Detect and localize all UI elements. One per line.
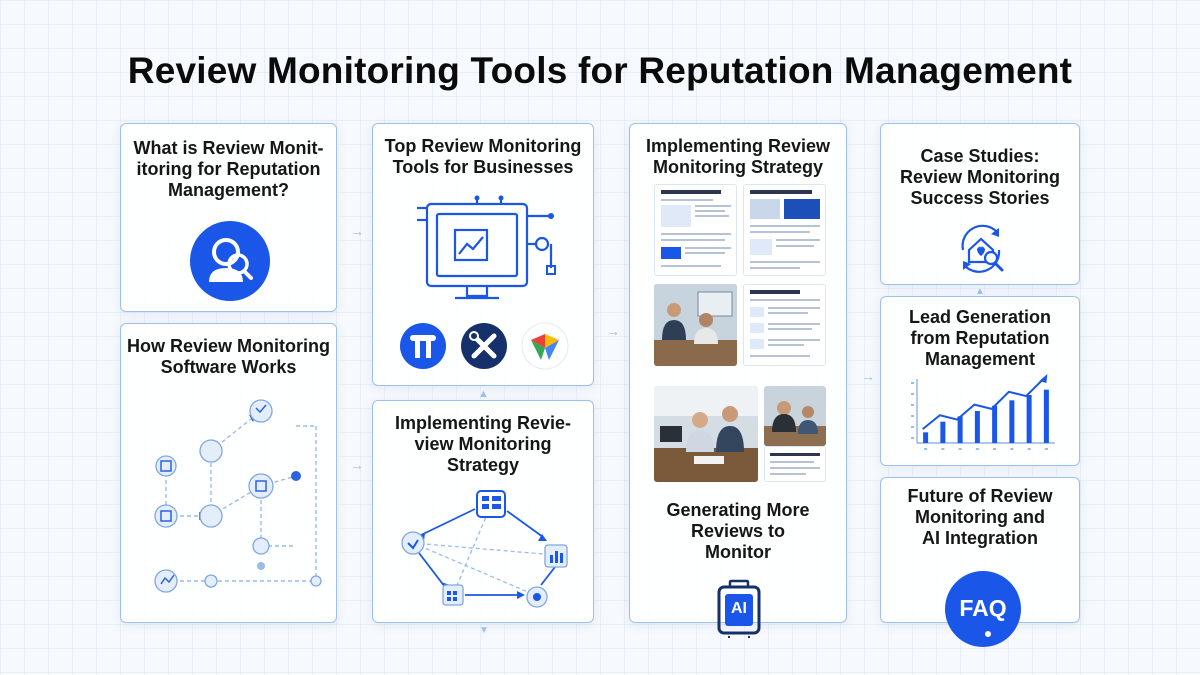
ai-chip-label: AI: [731, 600, 747, 617]
chart-x-tick: [941, 448, 945, 450]
arrow-down-icon: ▼: [479, 625, 489, 636]
chart-bar: [992, 405, 998, 443]
arrow-up-icon: ▲: [478, 388, 489, 400]
document-thumbnail: [743, 184, 826, 276]
meeting-photo-illustration: [654, 284, 737, 366]
card-lead-generation[interactable]: Lead Generation from Reputation Manageme…: [880, 296, 1080, 466]
card-top-tools-title: Top Review Monitoring Tools for Business…: [384, 136, 582, 177]
chart-bar: [1009, 400, 1015, 443]
house-search-icon: [961, 224, 1004, 273]
card-implementing-2[interactable]: Implementing Review Monitoring Strategy: [629, 123, 847, 638]
chart-trend-line: [921, 378, 1045, 430]
document-thumbnail: [743, 284, 826, 366]
card-implementing-1[interactable]: Implementing Revie- view Monitoring Stra…: [372, 400, 594, 623]
chart-y-tick: [911, 393, 914, 395]
colleagues-photo-illustration: [764, 386, 826, 446]
chart-bar: [940, 421, 946, 443]
chart-y-tick: [911, 404, 914, 406]
monitor-dashboard-icon: [417, 195, 556, 300]
chart-bar: [957, 416, 963, 443]
card-lead-generation-title: Lead Generation from Reputation Manageme…: [908, 307, 1052, 369]
card-case-studies-title: Case Studies: Review Monitoring Success …: [899, 146, 1060, 208]
workflow-network-icon: [154, 399, 322, 593]
strategy-network-icon: [401, 490, 568, 608]
chart-bar: [974, 411, 980, 443]
arrow-right-icon: →: [350, 223, 364, 239]
chart-bar: [923, 432, 929, 443]
arrow-up-icon: ▲: [975, 286, 985, 297]
chart-x-tick: [1010, 448, 1014, 450]
card-how-works-title: How Review Monitoring Software Works: [127, 336, 331, 377]
chart-bar: [1026, 395, 1032, 443]
chart-x-tick: [975, 448, 979, 450]
chart-x-tick: [1027, 448, 1031, 450]
card-case-studies[interactable]: Case Studies: Review Monitoring Success …: [880, 123, 1080, 285]
card-implementing-2-title: Implementing Review Monitoring Strategy: [645, 136, 831, 177]
meeting-photo: [654, 284, 737, 366]
document-lines-icon: [661, 190, 731, 267]
arrow-right-icon: →: [606, 323, 620, 339]
tool-logo-icon: [400, 323, 446, 369]
document-lines-icon: [770, 453, 820, 475]
card-what-is-title: What is Review Monit- itoring for Reputa…: [133, 138, 324, 200]
review-platform-logo-icon: [521, 322, 569, 370]
chart-y-tick: [911, 415, 914, 417]
document-thumbnail: [764, 446, 826, 482]
team-photo-illustration: [654, 386, 758, 482]
chart-x-tick: [1044, 448, 1048, 450]
chart-y-tick: [911, 382, 914, 384]
colleagues-photo: [764, 386, 826, 446]
document-thumbnail: [654, 184, 737, 276]
card-what-is[interactable]: What is Review Monit- itoring for Reputa…: [120, 123, 337, 312]
document-lines-icon: [750, 190, 820, 269]
chart-trend-arrowhead: [1039, 374, 1048, 383]
page-title: Review Monitoring Tools for Reputation M…: [127, 50, 1073, 91]
chart-y-tick: [911, 437, 914, 439]
arrow-right-icon: →: [350, 457, 364, 473]
team-photo: [654, 386, 758, 482]
card-implementing-1-title: Implementing Revie- view Monitoring Stra…: [394, 413, 572, 475]
user-search-icon: [190, 221, 270, 301]
card-future-title: Future of Review Monitoring and AI Integ…: [907, 486, 1053, 548]
chart-bar: [1043, 389, 1049, 443]
faq-label: FAQ: [959, 595, 1007, 621]
arrow-right-icon: →: [861, 368, 875, 384]
chart-x-tick: [958, 448, 962, 450]
chart-x-tick: [993, 448, 997, 450]
faq-icon: [945, 571, 1021, 647]
card-generating-title: Generating More Reviews to Monitor: [666, 500, 810, 562]
chart-y-tick: [911, 426, 914, 428]
document-lines-icon: [750, 290, 820, 357]
chart-x-tick: [924, 448, 928, 450]
lead-generation-bar-chart: [911, 374, 1055, 450]
card-future[interactable]: Future of Review Monitoring and AI Integ…: [880, 477, 1080, 647]
card-top-tools[interactable]: Top Review Monitoring Tools for Business…: [372, 123, 594, 386]
tools-logo-icon: [461, 323, 507, 369]
card-how-works[interactable]: How Review Monitoring Software Works: [120, 323, 337, 623]
ai-chip-icon: [717, 579, 761, 638]
